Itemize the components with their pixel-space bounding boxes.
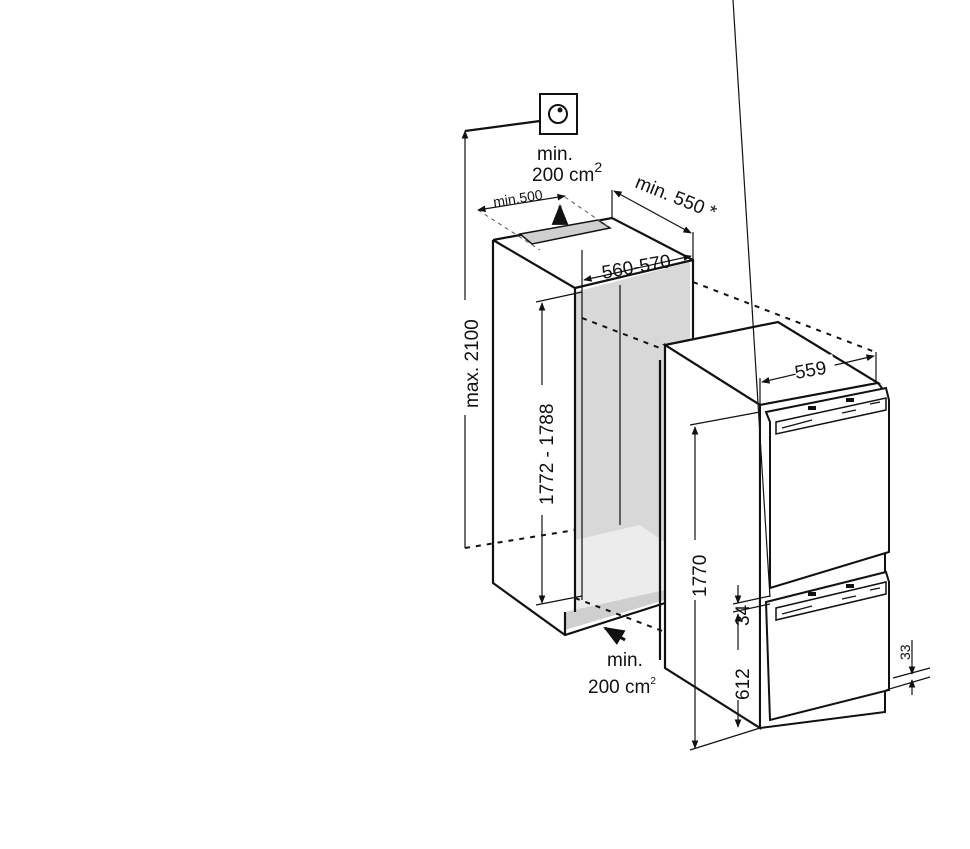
vent-bottom-min-label: min.	[607, 650, 643, 671]
door-offset-label: 33	[897, 644, 913, 660]
vent-depth-label: min.500	[492, 186, 544, 210]
max-height-label: max. 2100	[462, 319, 483, 408]
vent-top-min-label: min.	[537, 144, 573, 165]
niche-depth-label: min. 550 *	[632, 172, 720, 224]
niche-height-label: 1772 - 1788	[537, 404, 558, 505]
lower-door	[764, 570, 890, 722]
fridge-appliance	[658, 320, 890, 730]
appliance-height-label: 1770	[690, 555, 711, 597]
vent-bottom-area-label: 200 cm2	[588, 676, 656, 698]
upper-door	[764, 386, 890, 590]
door-gap-label: 34	[733, 604, 754, 626]
niche-cabinet	[491, 216, 695, 637]
vent-top-area-label: 200 cm2	[532, 159, 602, 186]
power-socket-icon	[539, 93, 578, 135]
lower-door-height-label: 612	[733, 668, 754, 700]
